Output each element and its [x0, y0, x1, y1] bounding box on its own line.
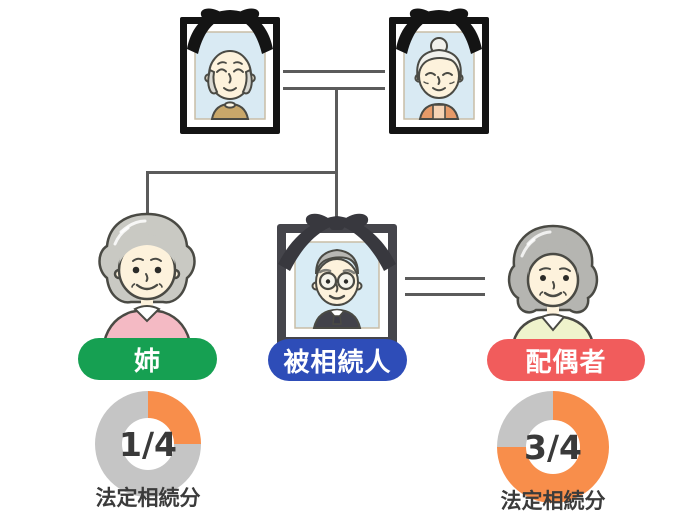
- sister-share-chart: 1/4 法定相続分: [95, 391, 201, 510]
- father-memorial-portrait: [180, 8, 280, 134]
- spouse-role-label: 配偶者: [525, 347, 607, 378]
- spouse-share-donut: [497, 391, 609, 503]
- elderly-man-glasses-illustration: [311, 248, 363, 329]
- mourning-ribbon-icon: [396, 8, 482, 54]
- spouse-share-chart: 3/4 法定相続分: [497, 391, 609, 513]
- decedent-marriage-line-bottom: [405, 293, 485, 296]
- mourning-ribbon-icon: [278, 213, 396, 271]
- mother-memorial-portrait: [389, 8, 489, 134]
- parents-marriage-line-top: [283, 70, 385, 73]
- spouse-role-badge: 配偶者: [487, 339, 645, 381]
- decedent-marriage-line-top: [405, 277, 485, 280]
- donut-hole: [526, 420, 580, 474]
- spouse-share-caption: 法定相続分: [500, 489, 606, 513]
- white-collar: [540, 313, 566, 332]
- sibling-branch-line: [146, 171, 338, 174]
- sister-drop-line: [146, 171, 149, 215]
- sister-role-badge: 姉: [78, 338, 217, 380]
- donut-hole: [122, 418, 174, 470]
- parents-marriage-line-bottom: [283, 87, 385, 90]
- sister-share-donut: [95, 391, 201, 497]
- mourning-ribbon-icon: [187, 8, 273, 54]
- spouse-illustration: [507, 224, 599, 348]
- decedent-role-label: 被相続人: [283, 347, 392, 378]
- decedent-role-badge: 被相続人: [268, 339, 407, 381]
- sister-role-label: 姉: [133, 346, 161, 377]
- descent-line-vertical: [335, 88, 338, 220]
- decedent-memorial-portrait: [277, 213, 397, 346]
- white-collar: [133, 305, 161, 323]
- elderly-man-illustration: [204, 50, 256, 120]
- sister-illustration: [98, 212, 196, 348]
- sister-share-caption: 法定相続分: [95, 486, 201, 510]
- elderly-woman-illustration: [414, 37, 464, 120]
